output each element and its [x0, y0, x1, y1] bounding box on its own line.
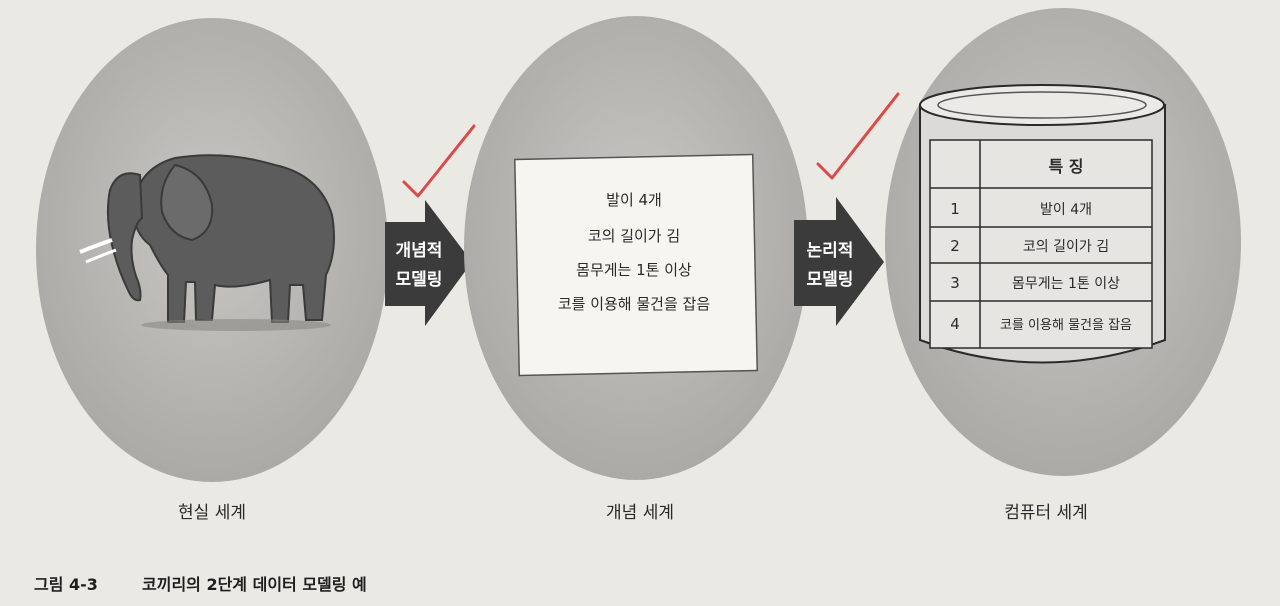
card-line-4: 코를 이용해 물건을 잡음: [558, 295, 710, 313]
concept-card: [513, 153, 759, 377]
arrow-shape: [385, 200, 472, 326]
conceptual-modeling-line2: 모델링: [396, 269, 443, 290]
feature-table: [929, 139, 1153, 349]
elephant-icon: [79, 154, 335, 331]
table-row-1-text: 발이 4개: [1040, 202, 1092, 218]
card-line-1: 발이 4개: [606, 191, 662, 209]
card-line-3: 몸무게는 1톤 이상: [576, 261, 692, 279]
figure-caption: 그림 4-3 코끼리의 2단계 데이터 모델링 예: [34, 575, 367, 594]
arrow-shape: [794, 197, 884, 326]
table-row-1-num: 1: [950, 200, 960, 218]
logical-modeling-line1: 논리적: [807, 241, 854, 261]
real-world-group: 현실 세계: [36, 18, 388, 523]
table-row-4-num: 4: [950, 315, 960, 333]
conceptual-modeling-arrow: 개념적 모델링: [385, 124, 476, 326]
table-row-3-text: 몸무게는 1톤 이상: [1012, 276, 1120, 292]
concept-world-group: 발이 4개 코의 길이가 김 몸무게는 1톤 이상 코를 이용해 물건을 잡음 …: [464, 16, 808, 523]
table-row-2-text: 코의 길이가 김: [1023, 239, 1109, 255]
computer-world-label: 컴퓨터 세계: [1004, 503, 1088, 523]
conceptual-modeling-line1: 개념적: [396, 240, 443, 261]
table-row-3-num: 3: [950, 274, 960, 292]
figure-number: 그림 4-3: [34, 575, 98, 594]
logical-modeling-arrow: 논리적 모델링: [794, 92, 900, 326]
figure-title: 코끼리의 2단계 데이터 모델링 예: [142, 575, 367, 594]
computer-world-group: 특 징 1 발이 4개 2 코의 길이가 김 3 몸무게는 1톤 이상 4 코를…: [885, 8, 1241, 523]
table-header: 특 징: [1048, 157, 1083, 176]
check-mark-icon: [402, 124, 476, 198]
table-row-2-num: 2: [950, 237, 960, 255]
real-world-label: 현실 세계: [178, 503, 246, 523]
table-row-4-text: 코를 이용해 물건을 잡음: [1000, 318, 1132, 333]
concept-world-label: 개념 세계: [606, 503, 674, 523]
card-line-2: 코의 길이가 김: [588, 227, 680, 245]
logical-modeling-line2: 모델링: [807, 269, 854, 290]
check-mark-icon: [816, 92, 900, 180]
